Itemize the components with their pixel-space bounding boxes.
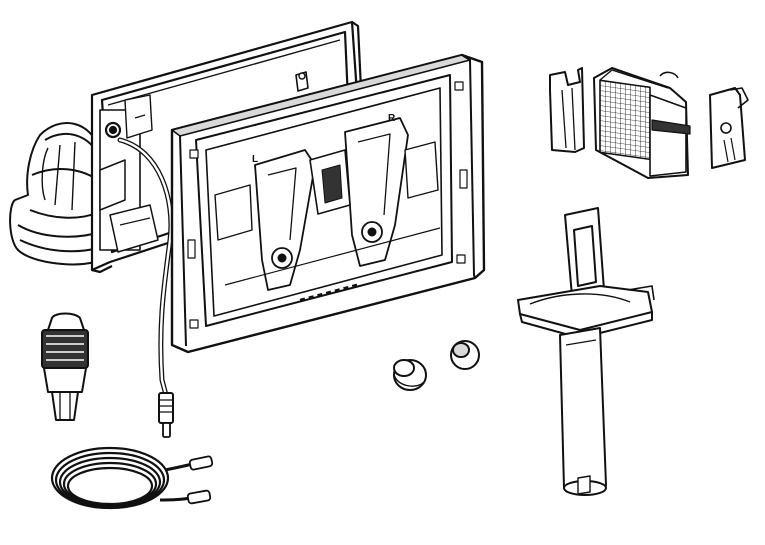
cover-caps — [393, 340, 480, 391]
servo-actuator — [9, 122, 106, 266]
protective-sleeve — [559, 327, 607, 496]
sensor-cable-with-plug — [117, 137, 174, 438]
front-actuator-plate: L R — [170, 53, 486, 354]
battery-holder-clips — [549, 67, 749, 169]
mounting-bracket — [517, 207, 655, 339]
frame-label-right: R — [388, 113, 396, 124]
frame-label-left: L — [252, 154, 258, 165]
battery-box — [593, 67, 691, 179]
coiled-extension-cable — [50, 446, 214, 510]
cable-connector — [41, 312, 89, 421]
